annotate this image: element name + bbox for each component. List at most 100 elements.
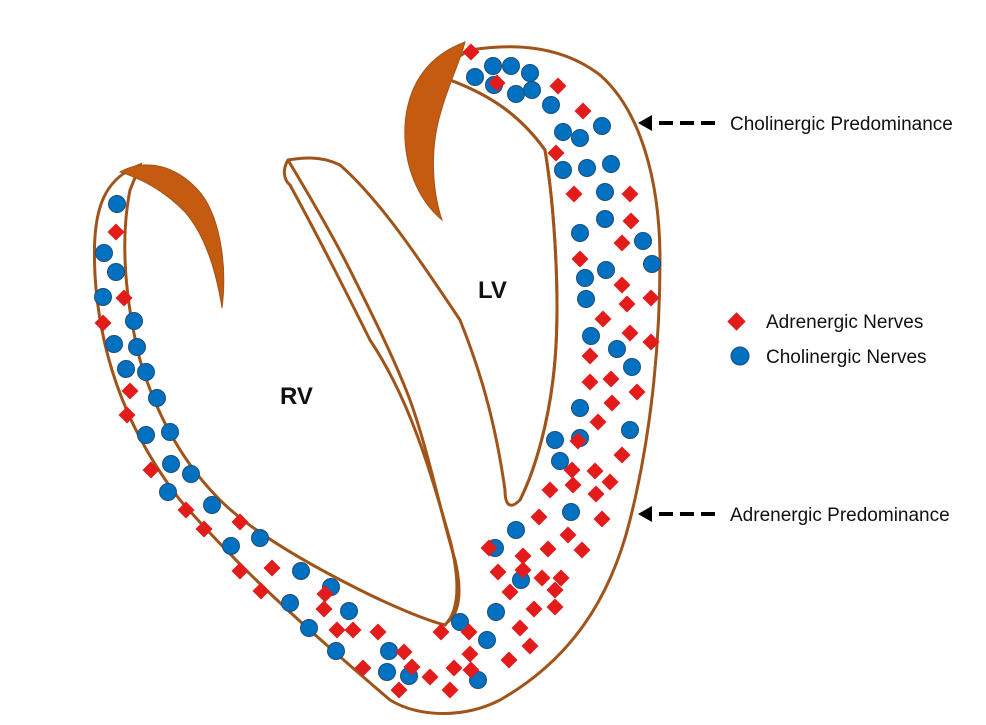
adrenergic-nerve-marker [564,476,582,494]
lv-label: LV [478,277,507,304]
cholinergic-nerve-marker [554,123,572,141]
adrenergic-nerve-marker [460,623,478,641]
adrenergic-nerve-marker [432,623,450,641]
cholinergic-nerve-marker [576,269,594,287]
adrenergic-nerve-marker [511,619,529,637]
cholinergic-nerve-marker [593,117,611,135]
adrenergic-nerve-marker [581,373,599,391]
cholinergic-nerve-marker [521,64,539,82]
adrenergic-nerve-marker [195,520,213,538]
cholinergic-nerve-marker [94,288,112,306]
cholinergic-nerve-marker [571,399,589,417]
adrenergic-nerve-marker [539,540,557,558]
adrenergic-nerve-marker [115,289,133,307]
legend: Adrenergic Nerves Cholinergic Nerves [727,312,927,368]
adrenergic-nerve-marker [586,462,604,480]
cholinergic-nerve-marker [292,562,310,580]
adrenergic-nerve-marker [621,324,639,342]
adrenergic-nerve-marker [395,643,413,661]
adrenergic-nerve-marker [571,250,589,268]
cholinergic-nerve-marker [551,452,569,470]
adrenergic-nerve-marker [488,74,506,92]
ventricular-wall [92,45,662,715]
cholinergic-nerve-marker [621,421,639,439]
adrenergic-nerve-marker [533,569,551,587]
right-valve-leaflet [118,164,225,309]
cholinergic-nerve-marker [451,613,469,631]
adrenergic-nerve-marker [549,77,567,95]
adrenergic-nerve-marker [621,185,639,203]
adrenergic-nerve-marker [613,276,631,294]
adrenergic-nerve-marker [587,485,605,503]
adrenergic-nerve-marker [231,513,249,531]
cholinergic-nerve-marker [643,255,661,273]
cholinergic-nerve-marker [128,338,146,356]
adrenergic-nerve-marker [618,295,636,313]
cholinergic-nerve-marker [623,358,641,376]
adrenergic-nerve-marker [547,144,565,162]
cholinergic-predominance-arrow [638,115,715,131]
cholinergic-nerve-marker [203,496,221,514]
cholinergic-nerve-marker [340,602,358,620]
adrenergic-nerve-marker [521,637,539,655]
adrenergic-predominance-label: Adrenergic Predominance [730,505,950,526]
legend-cholinergic-label: Cholinergic Nerves [766,347,927,368]
adrenergic-nerve-marker [622,212,640,230]
adrenergic-nerve-marker [461,645,479,663]
adrenergic-nerve-marker [500,651,518,669]
blue-circle-icon [730,346,750,366]
adrenergic-nerve-marker [462,661,480,679]
cholinergic-nerve-marker [596,183,614,201]
cholinergic-nerve-marker [159,483,177,501]
adrenergic-nerve-marker [94,314,112,332]
cholinergic-nerve-marker [597,261,615,279]
adrenergic-nerve-marker [574,102,592,120]
adrenergic-nerve-marker [118,406,136,424]
adrenergic-nerve-marker [316,585,334,603]
left-valve-leaflet [404,41,466,222]
adrenergic-predominance-arrow [638,506,715,522]
adrenergic-nerve-marker [628,383,646,401]
cholinergic-nerve-marker [571,129,589,147]
cholinergic-nerve-marker [507,85,525,103]
cholinergic-nerve-marker [327,642,345,660]
cholinergic-nerve-marker [571,224,589,242]
nerve-markers [94,43,661,699]
adrenergic-nerve-marker [602,370,620,388]
adrenergic-nerve-marker [121,382,139,400]
adrenergic-nerve-marker [525,600,543,618]
adrenergic-nerve-marker [573,541,591,559]
cholinergic-nerve-marker [117,360,135,378]
cholinergic-nerve-marker [542,96,560,114]
cholinergic-nerve-marker [562,503,580,521]
left-ventricle-inner-wall [449,78,559,501]
cholinergic-nerve-marker [582,327,600,345]
cholinergic-nerve-marker [380,642,398,660]
adrenergic-nerve-marker [563,461,581,479]
adrenergic-nerve-marker [530,508,548,526]
cholinergic-nerve-marker [125,312,143,330]
cholinergic-nerve-marker [502,57,520,75]
adrenergic-nerve-marker [514,561,532,579]
cholinergic-nerve-marker [484,57,502,75]
cholinergic-nerve-marker [487,603,505,621]
adrenergic-nerve-marker [445,659,463,677]
cholinergic-nerve-marker [507,521,525,539]
cholinergic-nerve-marker [602,155,620,173]
adrenergic-nerve-marker [559,526,577,544]
adrenergic-nerve-marker [421,668,439,686]
cholinergic-nerve-marker [162,455,180,473]
adrenergic-nerve-marker [328,621,346,639]
cholinergic-nerve-marker [137,363,155,381]
cholinergic-nerve-marker [546,431,564,449]
cholinergic-nerve-marker [107,263,125,281]
adrenergic-nerve-marker [403,658,421,676]
cholinergic-nerve-marker [378,663,396,681]
cholinergic-nerve-marker [608,340,626,358]
cholinergic-nerve-marker [523,81,541,99]
adrenergic-nerve-marker [569,432,587,450]
adrenergic-nerve-marker [565,185,583,203]
cholinergic-nerve-marker [478,631,496,649]
arrowhead [638,115,652,131]
adrenergic-nerve-marker [252,582,270,600]
